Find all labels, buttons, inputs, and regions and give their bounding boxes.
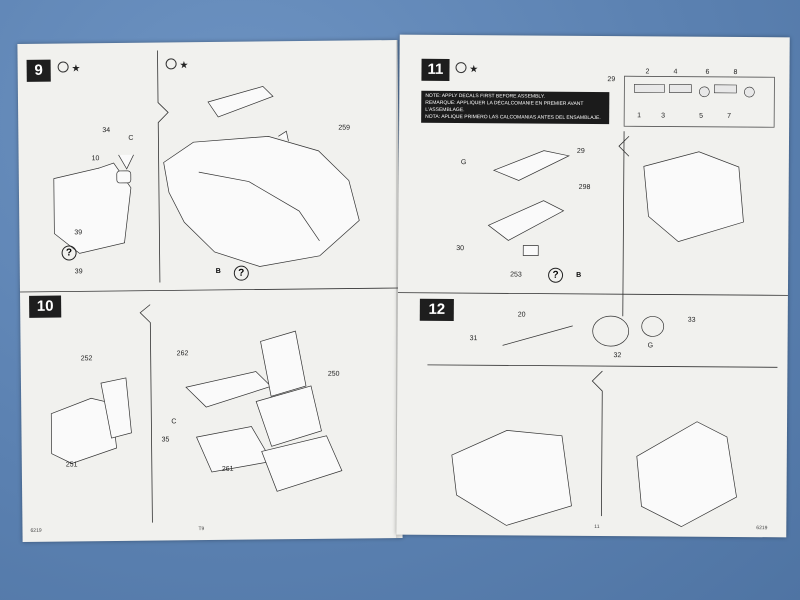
step11-decals — [634, 83, 755, 98]
part-label: 250 — [327, 370, 340, 378]
step10-seats-drawing — [50, 330, 343, 492]
decal-number: 6 — [705, 68, 710, 76]
left-page-lines — [19, 50, 400, 523]
page-number: 11 — [594, 524, 600, 531]
part-label: 261 — [221, 465, 234, 473]
part-label: 34 — [102, 127, 111, 135]
part-label: 29 — [576, 147, 585, 155]
paint-icon: ★ — [165, 57, 188, 71]
decal-number: 5 — [699, 112, 704, 120]
part-label: 30 — [456, 245, 465, 253]
part-label: 29 — [607, 76, 616, 84]
decal-number: 7 — [727, 112, 732, 120]
part-label: 10 — [91, 155, 100, 163]
part-label: 39 — [74, 268, 83, 276]
decal-number: 1 — [637, 112, 642, 120]
step-10-badge: 10 — [29, 295, 62, 318]
right-page-lines — [397, 75, 788, 528]
decal-number: 4 — [673, 68, 678, 76]
part-label: 33 — [687, 316, 696, 324]
page-code: 6219 — [30, 527, 42, 534]
step-12-badge: 12 — [419, 298, 454, 322]
part-label: 298 — [578, 183, 591, 191]
question-icon: ? — [233, 265, 249, 281]
part-label: 251 — [65, 461, 78, 469]
part-label: 252 — [80, 355, 93, 363]
part-label: C — [171, 418, 177, 426]
part-label: 262 — [176, 350, 189, 358]
part-label: 259 — [338, 124, 351, 132]
glue-icon: ★ — [455, 61, 478, 75]
bottom-letter: B — [576, 271, 582, 279]
part-label: 39 — [74, 229, 83, 237]
part-label: 253 — [510, 271, 522, 279]
step12-steering-drawing — [451, 315, 737, 528]
step9-body-drawing — [163, 86, 360, 267]
step-11-badge: 11 — [421, 58, 450, 81]
page-code: 6219 — [756, 525, 768, 532]
part-label: G — [647, 342, 654, 350]
part-label: G — [460, 159, 467, 167]
bottom-letter: B — [215, 267, 221, 275]
instruction-page-right: 11 ★ NOTE: APPLY DECALS FIRST BEFORE ASS… — [396, 34, 790, 538]
page-number: T9 — [198, 526, 205, 533]
assembly-note: NOTE: APPLY DECALS FIRST BEFORE ASSEMBLY… — [421, 90, 610, 125]
step11-dashboard-drawing — [487, 150, 744, 256]
step-9-badge: 9 — [26, 59, 51, 82]
part-label: C — [128, 134, 134, 142]
part-label: 32 — [613, 352, 622, 360]
decal-number: 2 — [645, 68, 650, 76]
part-label: 20 — [517, 311, 526, 319]
part-label: 31 — [469, 335, 478, 343]
part-label: 35 — [161, 436, 170, 444]
decal-number: 8 — [733, 68, 738, 77]
glue-icon: ★ — [57, 60, 80, 74]
question-icon: ? — [548, 267, 564, 283]
instruction-page-left: 9 ★ ★ 34 C 10 39 39 259 ? ? B 10 252 251… — [17, 40, 403, 542]
decal-number: 3 — [661, 112, 666, 120]
question-icon: ? — [61, 245, 77, 261]
step9-part-drawing — [53, 154, 134, 254]
